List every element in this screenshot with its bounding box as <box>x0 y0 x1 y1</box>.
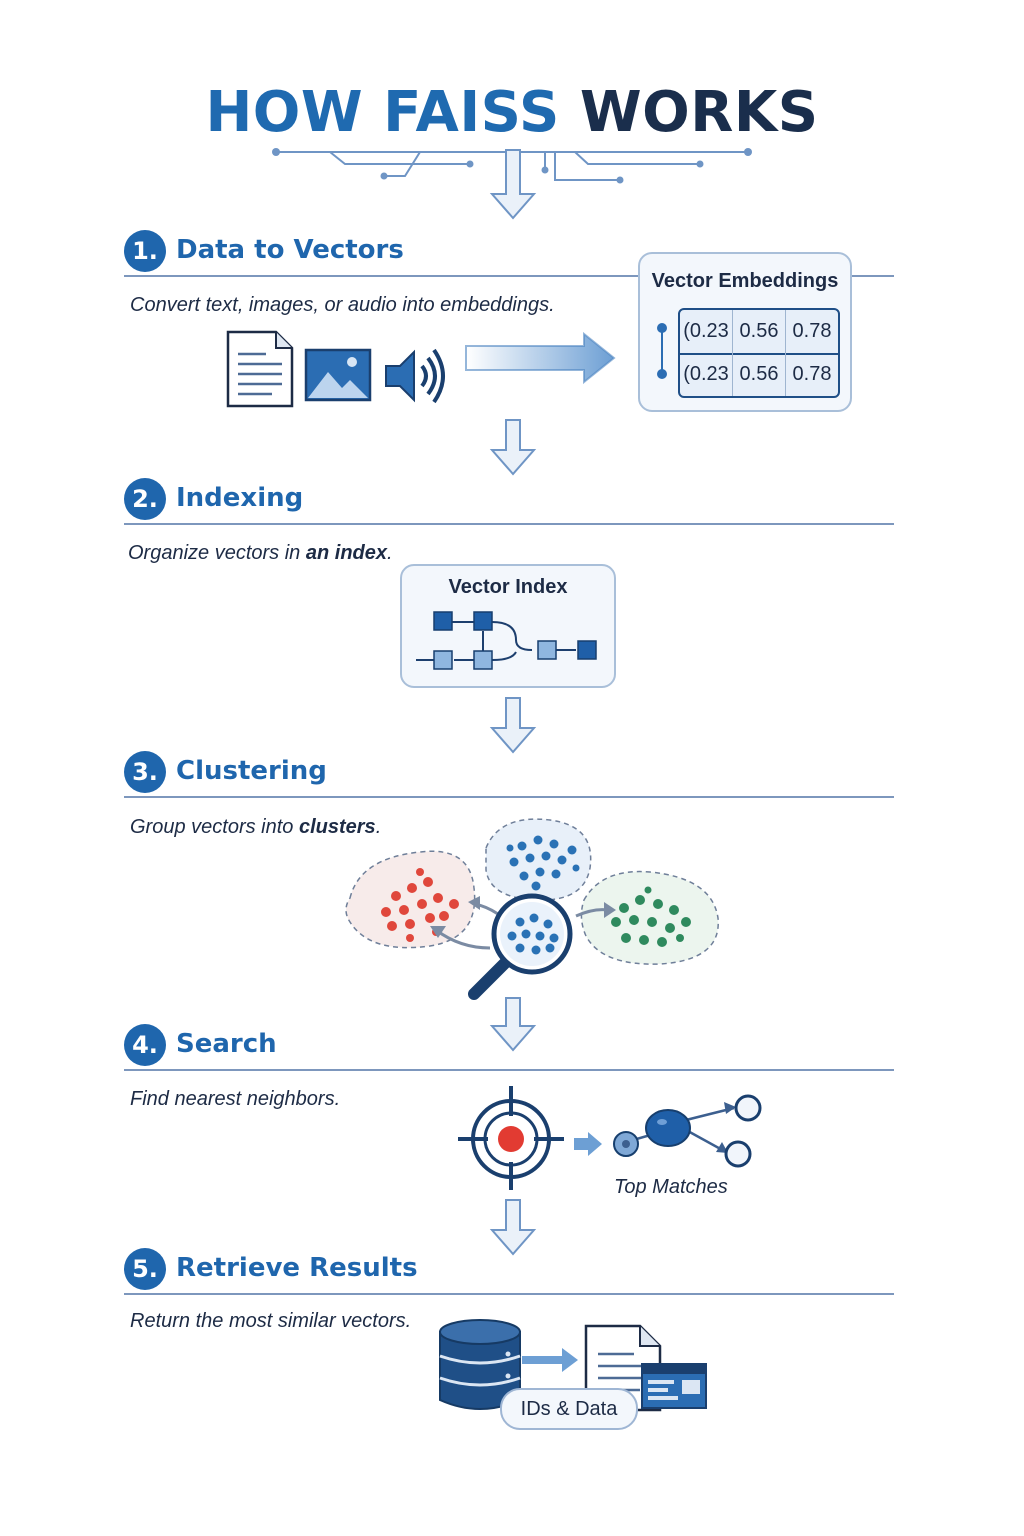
step-3-description: Group vectors into clusters. <box>130 816 381 839</box>
vector-embeddings-card: Vector Embeddings (0.23 0.56 0.78 (0.23 … <box>638 252 852 412</box>
step-3-number: 3. <box>124 751 166 793</box>
step-4-description: Find nearest neighbors. <box>130 1088 341 1110</box>
top-matches-caption: Top Matches <box>614 1176 728 1198</box>
embedding-cell: 0.78 <box>785 310 838 353</box>
search-arrow-icon <box>574 1132 602 1156</box>
data-card-icon <box>641 1363 707 1409</box>
magnifier-icon <box>468 893 573 1000</box>
step-2-divider <box>124 523 894 525</box>
green-points <box>611 886 691 947</box>
step-3-desc-end: . <box>375 816 382 838</box>
step-3-divider <box>124 796 894 798</box>
database-icon <box>439 1319 521 1410</box>
step-4-header: 4. Search <box>124 1024 894 1071</box>
down-arrow-icon <box>489 149 537 220</box>
embedding-cell: (0.23 <box>683 363 729 385</box>
red-points <box>381 868 459 942</box>
step-1-description: Convert text, images, or audio into embe… <box>130 294 555 316</box>
blue-cluster <box>485 818 592 901</box>
embeddings-row: (0.23 0.56 0.78 <box>680 353 838 396</box>
down-arrow-icon <box>489 997 537 1052</box>
red-cluster <box>345 850 476 949</box>
step-2-desc-text: Organize vectors in <box>128 542 306 564</box>
image-icon <box>304 348 372 402</box>
step-5-header: 5. Retrieve Results <box>124 1248 894 1295</box>
embedding-cell: 0.56 <box>732 353 785 396</box>
target-icon <box>458 1086 564 1190</box>
step-3-header: 3. Clustering <box>124 751 894 798</box>
step-5-divider <box>124 1293 894 1295</box>
step-2-number: 2. <box>124 478 166 520</box>
page-title: HOW FAISS WORKS <box>0 80 1024 145</box>
step-1-number: 1. <box>124 230 166 272</box>
step-5-number: 5. <box>124 1248 166 1290</box>
embedding-cell: (0.23 <box>683 320 729 342</box>
step-2-desc-end: . <box>387 542 393 564</box>
step-1-header: 1. Data to Vectors <box>124 230 894 277</box>
embedding-cell: 0.56 <box>732 310 785 353</box>
title-part-1: HOW FAISS <box>205 80 560 145</box>
convert-arrow-icon <box>465 331 616 385</box>
embeddings-connector <box>657 323 667 379</box>
index-graph-icon <box>416 611 597 670</box>
down-arrow-icon <box>489 419 537 476</box>
ids-data-label: IDs & Data <box>500 1388 638 1430</box>
blue-points <box>506 835 580 891</box>
speaker-icon <box>385 348 445 404</box>
retrieve-arrow-icon <box>522 1348 578 1372</box>
step-4-divider <box>124 1069 894 1071</box>
title-part-2: WORKS <box>579 80 819 145</box>
step-2-desc-bold: an index <box>305 542 387 564</box>
index-card-title: Vector Index <box>448 576 568 598</box>
embeddings-card-title: Vector Embeddings <box>651 270 839 292</box>
step-2-header: 2. Indexing <box>124 478 894 525</box>
step-5-title: Retrieve Results <box>176 1253 418 1283</box>
embedding-cell: 0.78 <box>785 353 838 396</box>
step-1-divider <box>124 275 644 277</box>
down-arrow-icon <box>489 697 537 754</box>
vector-index-card: Vector Index <box>400 564 616 688</box>
step-1-title: Data to Vectors <box>176 235 404 265</box>
step-2-description: Organize vectors in an index. <box>128 542 393 565</box>
nearest-neighbors-icon <box>613 1094 762 1168</box>
step-3-desc-bold: clusters <box>298 816 376 838</box>
embeddings-table: (0.23 0.56 0.78 (0.23 0.56 0.78 <box>678 308 840 398</box>
step-2-title: Indexing <box>176 483 304 513</box>
step-3-title: Clustering <box>176 756 327 786</box>
step-3-desc-text: Group vectors into <box>130 816 299 838</box>
step-5-description: Return the most similar vectors. <box>130 1310 412 1332</box>
step-4-title: Search <box>176 1029 277 1059</box>
document-icon <box>226 330 294 408</box>
clusters-illustration <box>345 818 719 1000</box>
down-arrow-icon <box>489 1199 537 1256</box>
step-4-number: 4. <box>124 1024 166 1066</box>
embeddings-row: (0.23 0.56 0.78 <box>680 310 838 355</box>
